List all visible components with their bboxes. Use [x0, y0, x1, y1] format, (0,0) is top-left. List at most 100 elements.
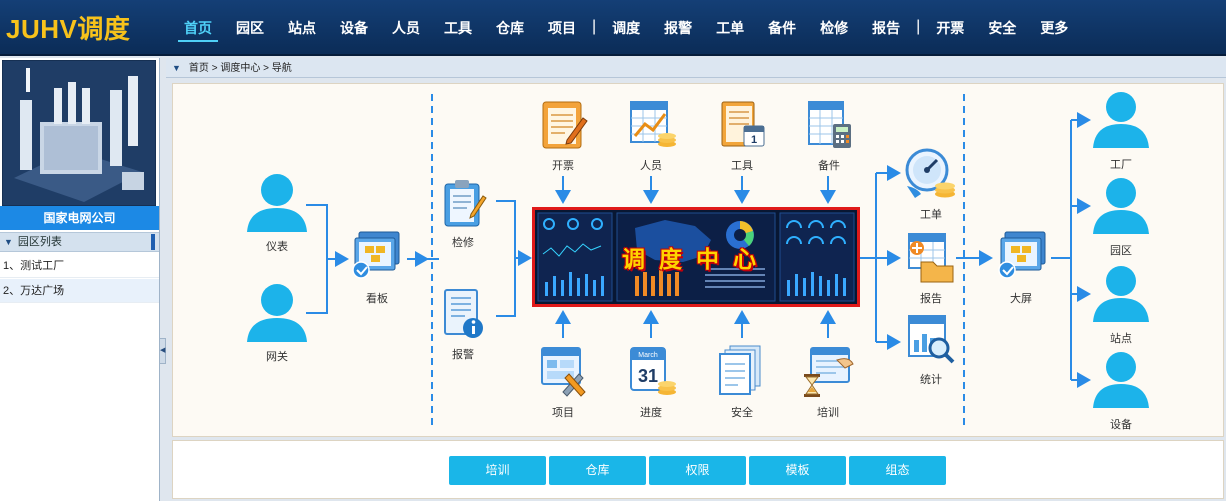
gateway-node[interactable]: [245, 282, 309, 344]
personnel-label: 人员: [640, 160, 662, 172]
spreadsheet-coins-icon: [630, 101, 676, 147]
nav-item-maintenance[interactable]: 检修: [820, 20, 849, 36]
quick-action-bar: 培训 仓库 权限 模板 组态: [172, 440, 1224, 499]
progress-label: 进度: [640, 407, 662, 419]
diagram-connectors: [306, 94, 1091, 428]
svg-text:1: 1: [751, 134, 757, 146]
top-header: JUHV调度 首页 园区 站点 设备 人员 工具 仓库 项目 | 调度 报警 工…: [0, 0, 1226, 56]
nav-item-spare-parts[interactable]: 备件: [768, 20, 797, 36]
alarm-node[interactable]: [441, 288, 487, 340]
park-list-item[interactable]: 1、测试工厂: [0, 254, 159, 278]
report-node[interactable]: [905, 230, 957, 284]
maintenance-label: 检修: [452, 237, 474, 249]
big-screen-node[interactable]: [995, 230, 1049, 284]
work-order-label: 工单: [920, 209, 942, 221]
ticket-node[interactable]: [539, 98, 589, 152]
factory-node[interactable]: [1091, 90, 1151, 150]
nav-item-more[interactable]: 更多: [1040, 20, 1069, 36]
site-label: 站点: [1110, 333, 1132, 345]
progress-node[interactable]: March 31: [627, 344, 677, 398]
dispatch-center-screen[interactable]: 调度中心: [532, 207, 860, 307]
training-label: 培训: [817, 407, 839, 419]
work-order-node[interactable]: [903, 146, 957, 200]
nav-item-park[interactable]: 园区: [236, 20, 264, 36]
permissions-button[interactable]: 权限: [649, 456, 746, 485]
main-nav: 首页 园区 站点 设备 人员 工具 仓库 项目 | 调度 报警 工单 备件 检修…: [172, 0, 1080, 56]
project-node[interactable]: [539, 344, 589, 398]
spare-parts-label: 备件: [818, 160, 840, 172]
dashboard-label: 看板: [366, 293, 388, 305]
dispatch-dashboard-thumbnail: [535, 210, 857, 304]
park-label: 园区: [1110, 245, 1132, 257]
substation-illustration: [2, 60, 156, 206]
personnel-node[interactable]: [627, 98, 677, 152]
safety-node[interactable]: [718, 344, 768, 398]
nav-item-tools[interactable]: 工具: [444, 20, 472, 36]
tools-node[interactable]: 1: [718, 98, 768, 152]
maintenance-node[interactable]: [441, 178, 487, 228]
meter-node[interactable]: [245, 172, 309, 234]
park-list-header[interactable]: ▼ 园区列表: [0, 232, 159, 252]
sidebar-collapse-handle[interactable]: ◀: [159, 338, 166, 364]
warehouse-button[interactable]: 仓库: [549, 456, 646, 485]
park-list-title: 园区列表: [17, 236, 62, 248]
person-icon: [1093, 352, 1149, 408]
book-calendar-icon: 1: [721, 101, 765, 147]
document-info-icon: [444, 289, 483, 338]
quick-action-buttons: 培训 仓库 权限 模板 组态: [449, 456, 946, 485]
gateway-label: 网关: [266, 351, 288, 363]
nav-item-ticket[interactable]: 开票: [936, 20, 965, 36]
meter-label: 仪表: [266, 241, 288, 253]
configuration-button[interactable]: 组态: [849, 456, 946, 485]
nav-item-home[interactable]: 首页: [172, 0, 224, 56]
caret-down-icon: ▼: [4, 237, 13, 247]
gauge-coins-icon: [905, 148, 955, 198]
dispatch-navigation-diagram: 仪表 网关 看板: [172, 83, 1224, 437]
dashboard-node[interactable]: [351, 230, 403, 284]
calendar-month: March: [638, 352, 658, 359]
dispatch-center-title: 调度中心: [622, 246, 770, 272]
clipboard-pencil-icon: [444, 180, 487, 227]
app-logo[interactable]: JUHV调度: [6, 14, 131, 44]
template-button[interactable]: 模板: [749, 456, 846, 485]
site-node[interactable]: [1091, 264, 1151, 324]
nav-item-personnel[interactable]: 人员: [392, 20, 420, 36]
nav-item-equipment[interactable]: 设备: [340, 20, 368, 36]
park-node[interactable]: [1091, 176, 1151, 236]
nav-item-project[interactable]: 项目: [548, 20, 576, 36]
chart-magnifier-icon: [908, 315, 955, 364]
park-list-item[interactable]: 2、万达广场: [0, 279, 159, 303]
nav-item-report[interactable]: 报告: [872, 20, 901, 36]
spreadsheet-calculator-icon: [808, 101, 851, 148]
caret-down-icon: ▼: [172, 63, 181, 73]
training-node[interactable]: [801, 344, 855, 398]
person-icon: [1093, 92, 1149, 148]
nav-item-dispatch[interactable]: 调度: [612, 20, 641, 36]
nav-item-work-order[interactable]: 工单: [716, 20, 745, 36]
nav-item-safety[interactable]: 安全: [988, 20, 1017, 36]
company-name: 国家电网公司: [0, 206, 159, 230]
equipment-node[interactable]: [1091, 350, 1151, 410]
nav-item-warehouse[interactable]: 仓库: [496, 20, 524, 36]
person-icon: [247, 174, 307, 232]
report-label: 报告: [920, 293, 942, 305]
nav-item-alarm[interactable]: 报警: [664, 20, 693, 36]
notepad-pencil-icon: [542, 101, 588, 149]
spare-parts-node[interactable]: [805, 98, 855, 152]
tools-label: 工具: [731, 160, 753, 172]
training-button[interactable]: 培训: [449, 456, 546, 485]
nav-item-site[interactable]: 站点: [288, 20, 316, 36]
spreadsheet-folder-icon: [908, 233, 954, 283]
big-screen-label: 大屏: [1010, 293, 1032, 305]
scroll-marker: [151, 234, 155, 250]
statistics-label: 统计: [920, 374, 942, 386]
person-icon: [1093, 266, 1149, 322]
calendar-day: 31: [638, 366, 658, 386]
equipment-label: 设备: [1110, 419, 1132, 431]
monitor-stack-icon: [998, 231, 1046, 279]
nav-separator: |: [916, 18, 921, 35]
calendar-coins-icon: March 31: [630, 347, 676, 395]
safety-label: 安全: [731, 407, 753, 419]
statistics-node[interactable]: [905, 312, 957, 366]
